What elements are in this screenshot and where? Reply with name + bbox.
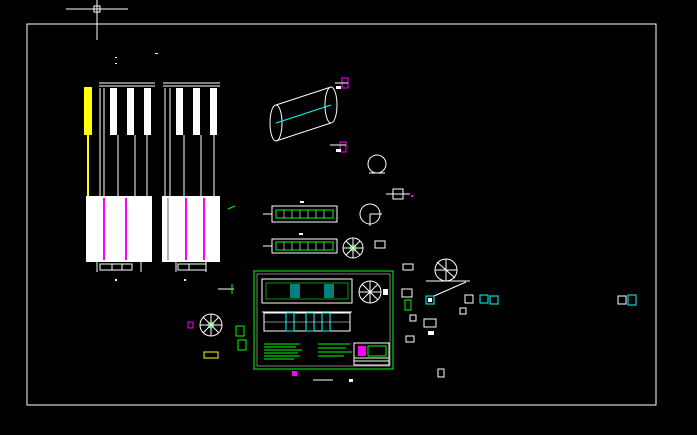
assembly-sheet xyxy=(253,270,394,370)
detail-mark-1 xyxy=(335,77,349,89)
large-wheel-right xyxy=(426,258,470,297)
drum-cylinder xyxy=(269,86,338,142)
circle-detail-b xyxy=(359,203,382,226)
side-view-2 xyxy=(263,233,338,254)
right-detail-cluster xyxy=(292,263,637,382)
small-part xyxy=(374,240,386,249)
side-view-1 xyxy=(263,201,338,223)
spoked-wheel-1 xyxy=(342,237,364,259)
drawing-frame xyxy=(26,23,657,406)
spoked-wheel-2 xyxy=(199,313,223,337)
small-bracket xyxy=(386,188,413,200)
yellow-highlight-bar xyxy=(84,87,92,135)
elevation-right xyxy=(162,82,220,281)
crosshair-cursor-icon xyxy=(66,0,128,40)
circle-detail-a xyxy=(367,154,387,174)
detail-mark-2 xyxy=(330,141,347,153)
elevation-left xyxy=(84,82,155,281)
top-marks xyxy=(115,53,158,64)
